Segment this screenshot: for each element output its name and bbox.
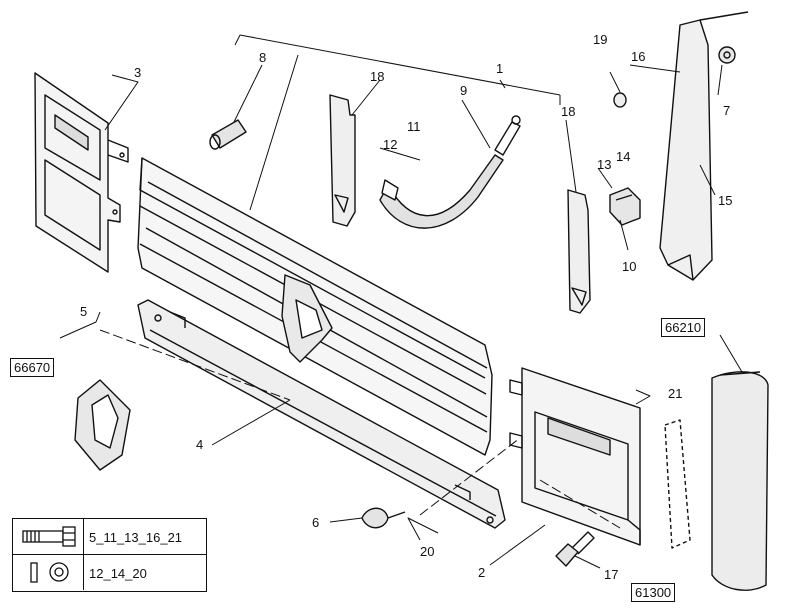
bracket-18-right xyxy=(567,189,591,314)
bracket-10 xyxy=(609,187,641,226)
part-61300 xyxy=(664,419,691,549)
callout-20: 20 xyxy=(420,544,435,559)
reference-66670: 66670 xyxy=(10,358,55,377)
callout-5: 5 xyxy=(80,304,88,319)
reference-66210: 66210 xyxy=(661,318,706,337)
left-side-bracket xyxy=(34,72,129,273)
bracket-18-left xyxy=(329,94,356,227)
callout-21: 21 xyxy=(668,386,683,401)
fastener-legend: 5_11_13_16_21 12_14_20 xyxy=(12,518,207,592)
callout-1: 1 xyxy=(496,61,504,76)
lower-bumper-bar xyxy=(137,299,506,529)
callout-18-left: 18 xyxy=(370,69,385,84)
callout-14: 14 xyxy=(616,149,631,164)
legend-washer-parts: 12_14_20 xyxy=(89,566,147,581)
legend-row-bolt: 5_11_13_16_21 xyxy=(13,519,206,555)
callout-19: 19 xyxy=(593,32,608,47)
button-6 xyxy=(361,507,406,529)
bolt-icon xyxy=(22,526,76,547)
strap-9 xyxy=(379,115,521,229)
legend-bolt-cell xyxy=(13,519,84,554)
washer-19 xyxy=(613,92,627,108)
callout-15: 15 xyxy=(718,193,733,208)
part-66210 xyxy=(711,371,769,591)
callout-12: 12 xyxy=(383,137,398,152)
callout-17: 17 xyxy=(604,567,619,582)
washer-icon xyxy=(30,562,69,583)
callout-11: 11 xyxy=(407,119,421,134)
legend-row-washer: 12_14_20 xyxy=(13,555,206,590)
legend-washer-cell xyxy=(13,555,84,590)
front-grille xyxy=(137,157,493,456)
callout-8: 8 xyxy=(259,50,267,65)
legend-bolt-parts: 5_11_13_16_21 xyxy=(89,530,183,545)
screw-17 xyxy=(555,531,595,567)
clip-7 xyxy=(718,46,736,64)
plug-8 xyxy=(209,119,247,150)
pillar-15 xyxy=(659,11,749,281)
callout-10: 10 xyxy=(622,259,637,274)
part-66670 xyxy=(74,379,131,471)
callout-9: 9 xyxy=(460,83,468,98)
callout-2: 2 xyxy=(478,565,486,580)
leader-lines xyxy=(59,34,743,569)
callout-3: 3 xyxy=(134,65,142,80)
callout-6: 6 xyxy=(312,515,320,530)
callout-13: 13 xyxy=(597,157,612,172)
right-side-bracket xyxy=(509,367,641,546)
callout-18-right: 18 xyxy=(561,104,576,119)
callout-16: 16 xyxy=(631,49,646,64)
callout-4: 4 xyxy=(196,437,204,452)
reference-61300: 61300 xyxy=(631,583,676,602)
callout-7: 7 xyxy=(723,103,731,118)
